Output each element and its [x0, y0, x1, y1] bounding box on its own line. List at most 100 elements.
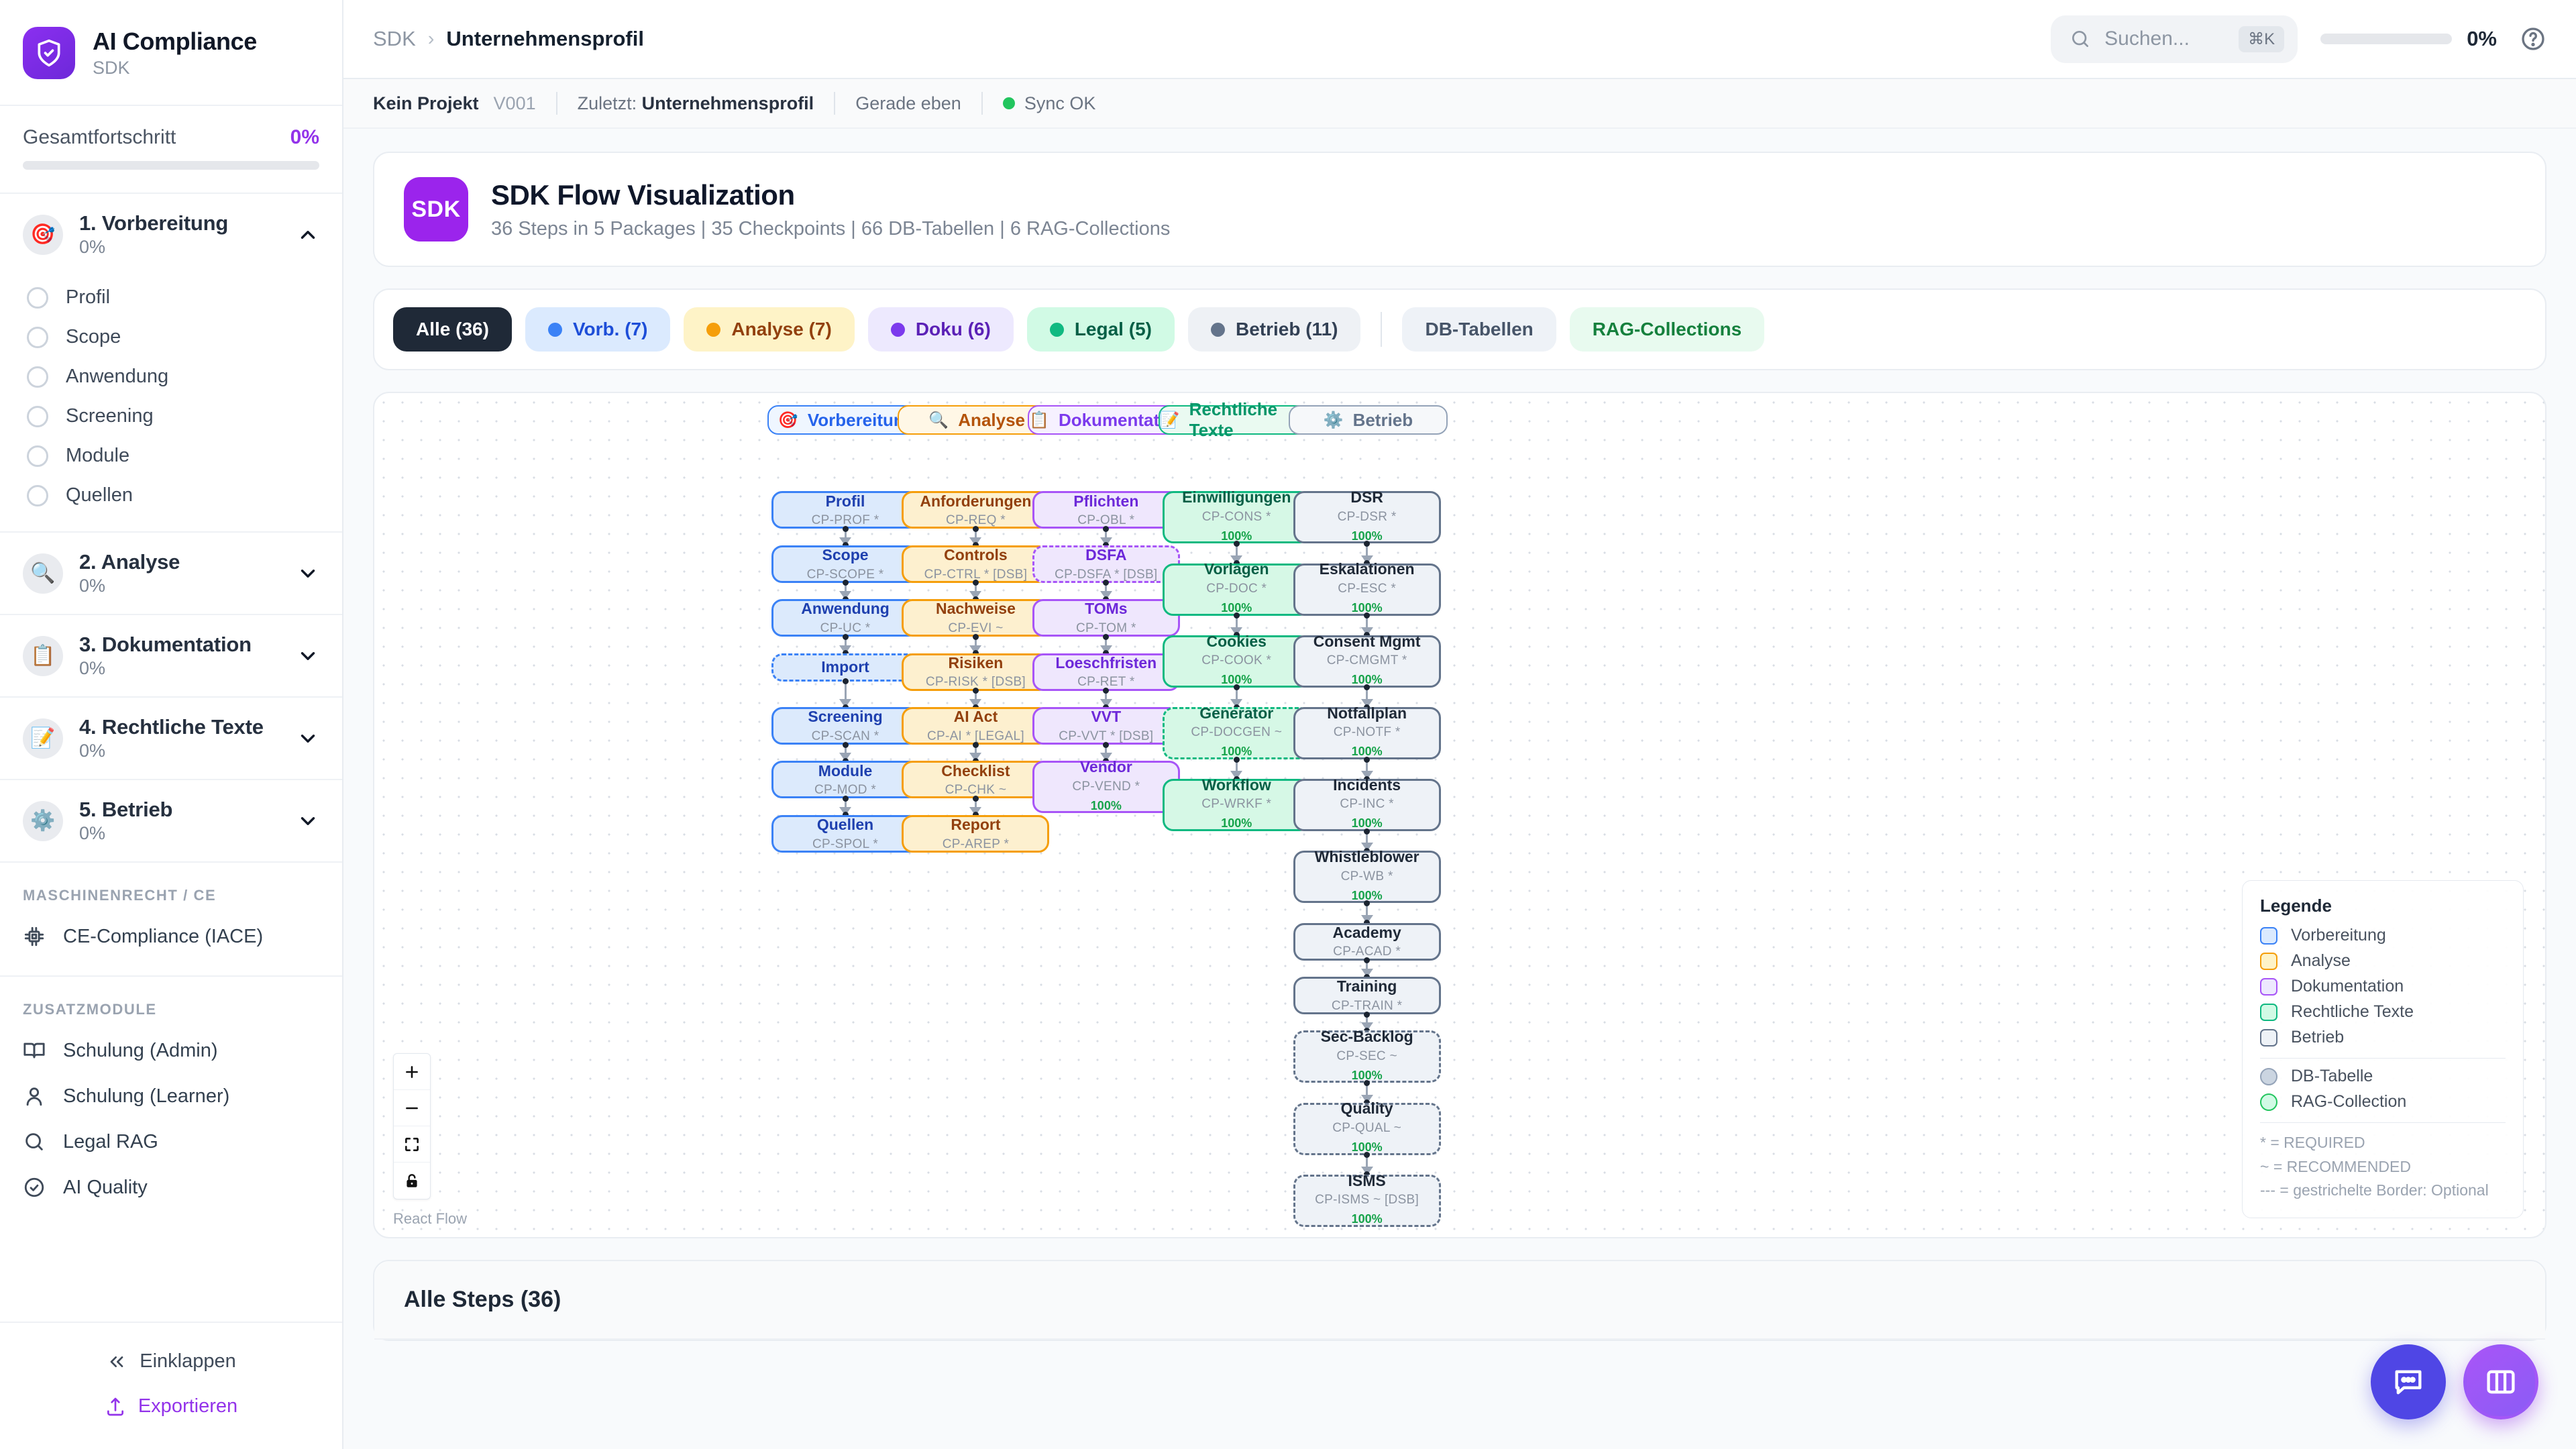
filter-pill-5[interactable]: Betrieb (11): [1187, 307, 1361, 352]
phase-icon: 🔍: [23, 553, 63, 594]
filter-pill-0[interactable]: Alle (36): [393, 307, 512, 352]
zoom-out-button[interactable]: [394, 1090, 430, 1126]
search-input[interactable]: Suchen... ⌘K: [2051, 15, 2298, 63]
section-maschinenrecht: MASCHINENRECHT / CE CE-Compliance (IACE): [0, 863, 342, 977]
flow-edge: [1366, 831, 1368, 845]
step-status-radio[interactable]: [27, 405, 48, 427]
sidebar-item-scope[interactable]: Scope: [0, 317, 342, 357]
sidebar-item-ai-quality[interactable]: AI Quality: [0, 1165, 342, 1210]
step-status-radio[interactable]: [27, 484, 48, 506]
help-circle-icon[interactable]: [2520, 25, 2546, 52]
fit-view-button[interactable]: [394, 1126, 430, 1163]
step-status-radio[interactable]: [27, 286, 48, 309]
filter-extra-0[interactable]: DB-Tabellen: [1402, 307, 1556, 352]
topbar-progress: 0%: [2320, 27, 2497, 51]
sidebar-item-schulung-admin[interactable]: Schulung (Admin): [0, 1028, 342, 1073]
node-code: CP-CONS *: [1201, 509, 1271, 524]
node-code: CP-TOM *: [1075, 621, 1136, 635]
step-status-radio[interactable]: [27, 326, 48, 348]
sidebar-item-legal-rag[interactable]: Legal RAG: [0, 1119, 342, 1165]
phase-name: 4. Rechtliche Texte: [79, 715, 264, 739]
sidebar-item-schulung-learner[interactable]: Schulung (Learner): [0, 1073, 342, 1119]
chat-fab[interactable]: [2371, 1344, 2446, 1419]
filter-pill-3[interactable]: Doku (6): [867, 307, 1014, 352]
node-title: AI Act: [953, 708, 998, 726]
step-status-radio[interactable]: [27, 366, 48, 388]
filter-extra-1[interactable]: RAG-Collections: [1569, 307, 1765, 352]
group-label: Rechtliche Texte: [1189, 399, 1278, 440]
node-title: Profil: [825, 492, 865, 510]
sidebar-item-profil[interactable]: Profil: [0, 278, 342, 317]
overall-progress: Gesamtfortschritt 0%: [0, 106, 342, 194]
flow-edge-handle: [1103, 525, 1110, 532]
flow-node-vorbereitung-3[interactable]: Import: [771, 653, 920, 682]
filter-pill-4[interactable]: Legal (5): [1026, 307, 1175, 352]
filter-pill-2[interactable]: Analyse (7): [684, 307, 855, 352]
node-title: DSFA: [1085, 546, 1127, 564]
legend-row-package-4: Betrieb: [2260, 1028, 2506, 1047]
filter-label: Betrieb (11): [1235, 319, 1338, 339]
sidebar-item-anwendung[interactable]: Anwendung: [0, 357, 342, 396]
flow-edge-handle: [1103, 741, 1110, 748]
sidebar-item-ce-compliance[interactable]: CE-Compliance (IACE): [0, 914, 342, 959]
sidebar-item-module[interactable]: Module: [0, 436, 342, 476]
node-title: Anforderungen: [920, 492, 1032, 510]
brand-header[interactable]: AI Compliance SDK: [0, 0, 342, 106]
collapse-sidebar-button[interactable]: Einklappen: [0, 1339, 342, 1384]
flow-edge: [1235, 543, 1238, 557]
sidebar-item-screening[interactable]: Screening: [0, 396, 342, 436]
export-button[interactable]: Exportieren: [0, 1384, 342, 1429]
lock-toggle-button[interactable]: [394, 1163, 430, 1199]
zoom-in-button[interactable]: [394, 1054, 430, 1090]
panel-fab[interactable]: [2463, 1344, 2538, 1419]
sidebar-item-quellen[interactable]: Quellen: [0, 476, 342, 515]
step-status-radio[interactable]: [27, 445, 48, 467]
node-title: Academy: [1332, 923, 1401, 941]
breadcrumb-root[interactable]: SDK: [373, 27, 416, 50]
filter-pill-1[interactable]: Vorb. (7): [525, 307, 671, 352]
react-flow-attribution[interactable]: React Flow: [393, 1210, 468, 1227]
